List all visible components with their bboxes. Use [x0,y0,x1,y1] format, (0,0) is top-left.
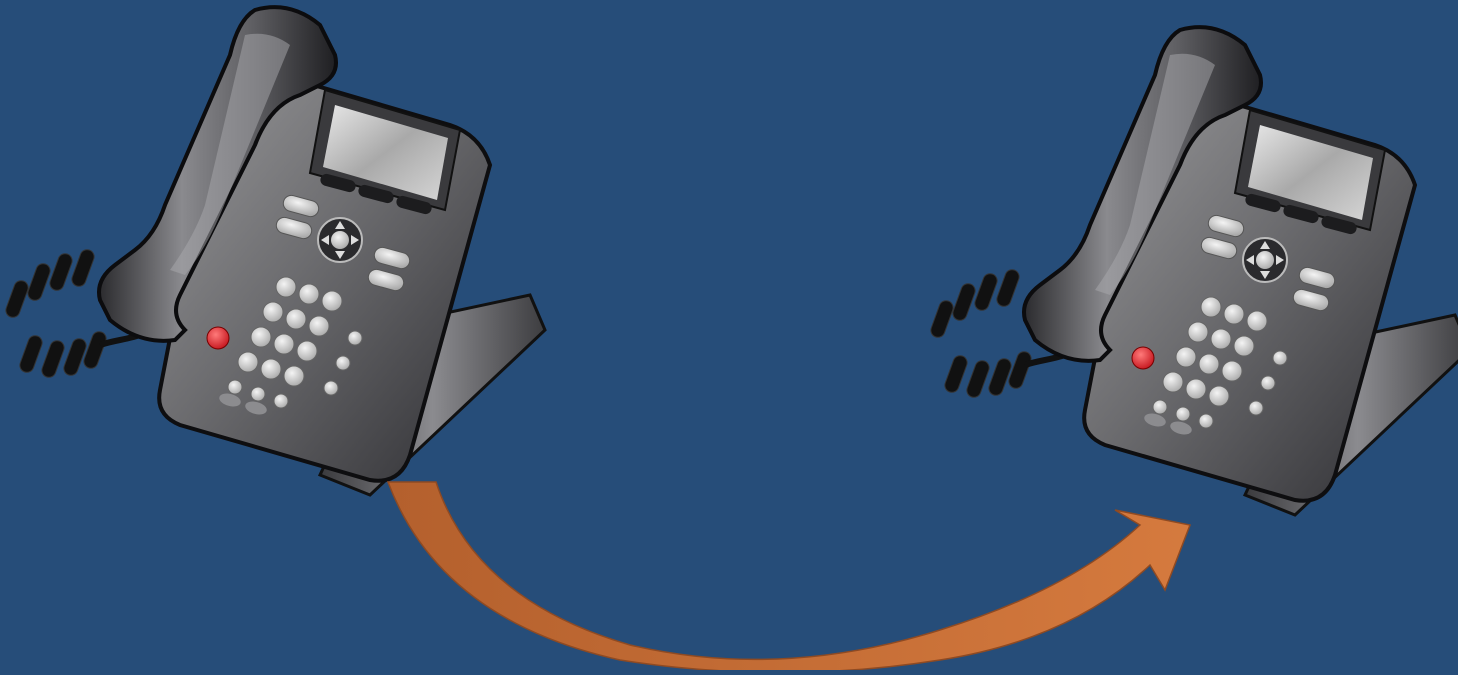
curved-arrow-icon [380,470,1200,670]
transfer-arrow [380,470,1200,670]
caller-phone [0,0,550,515]
desk-phone-icon [0,0,550,515]
desk-phone-icon [915,15,1458,535]
receiver-phone [915,15,1458,535]
